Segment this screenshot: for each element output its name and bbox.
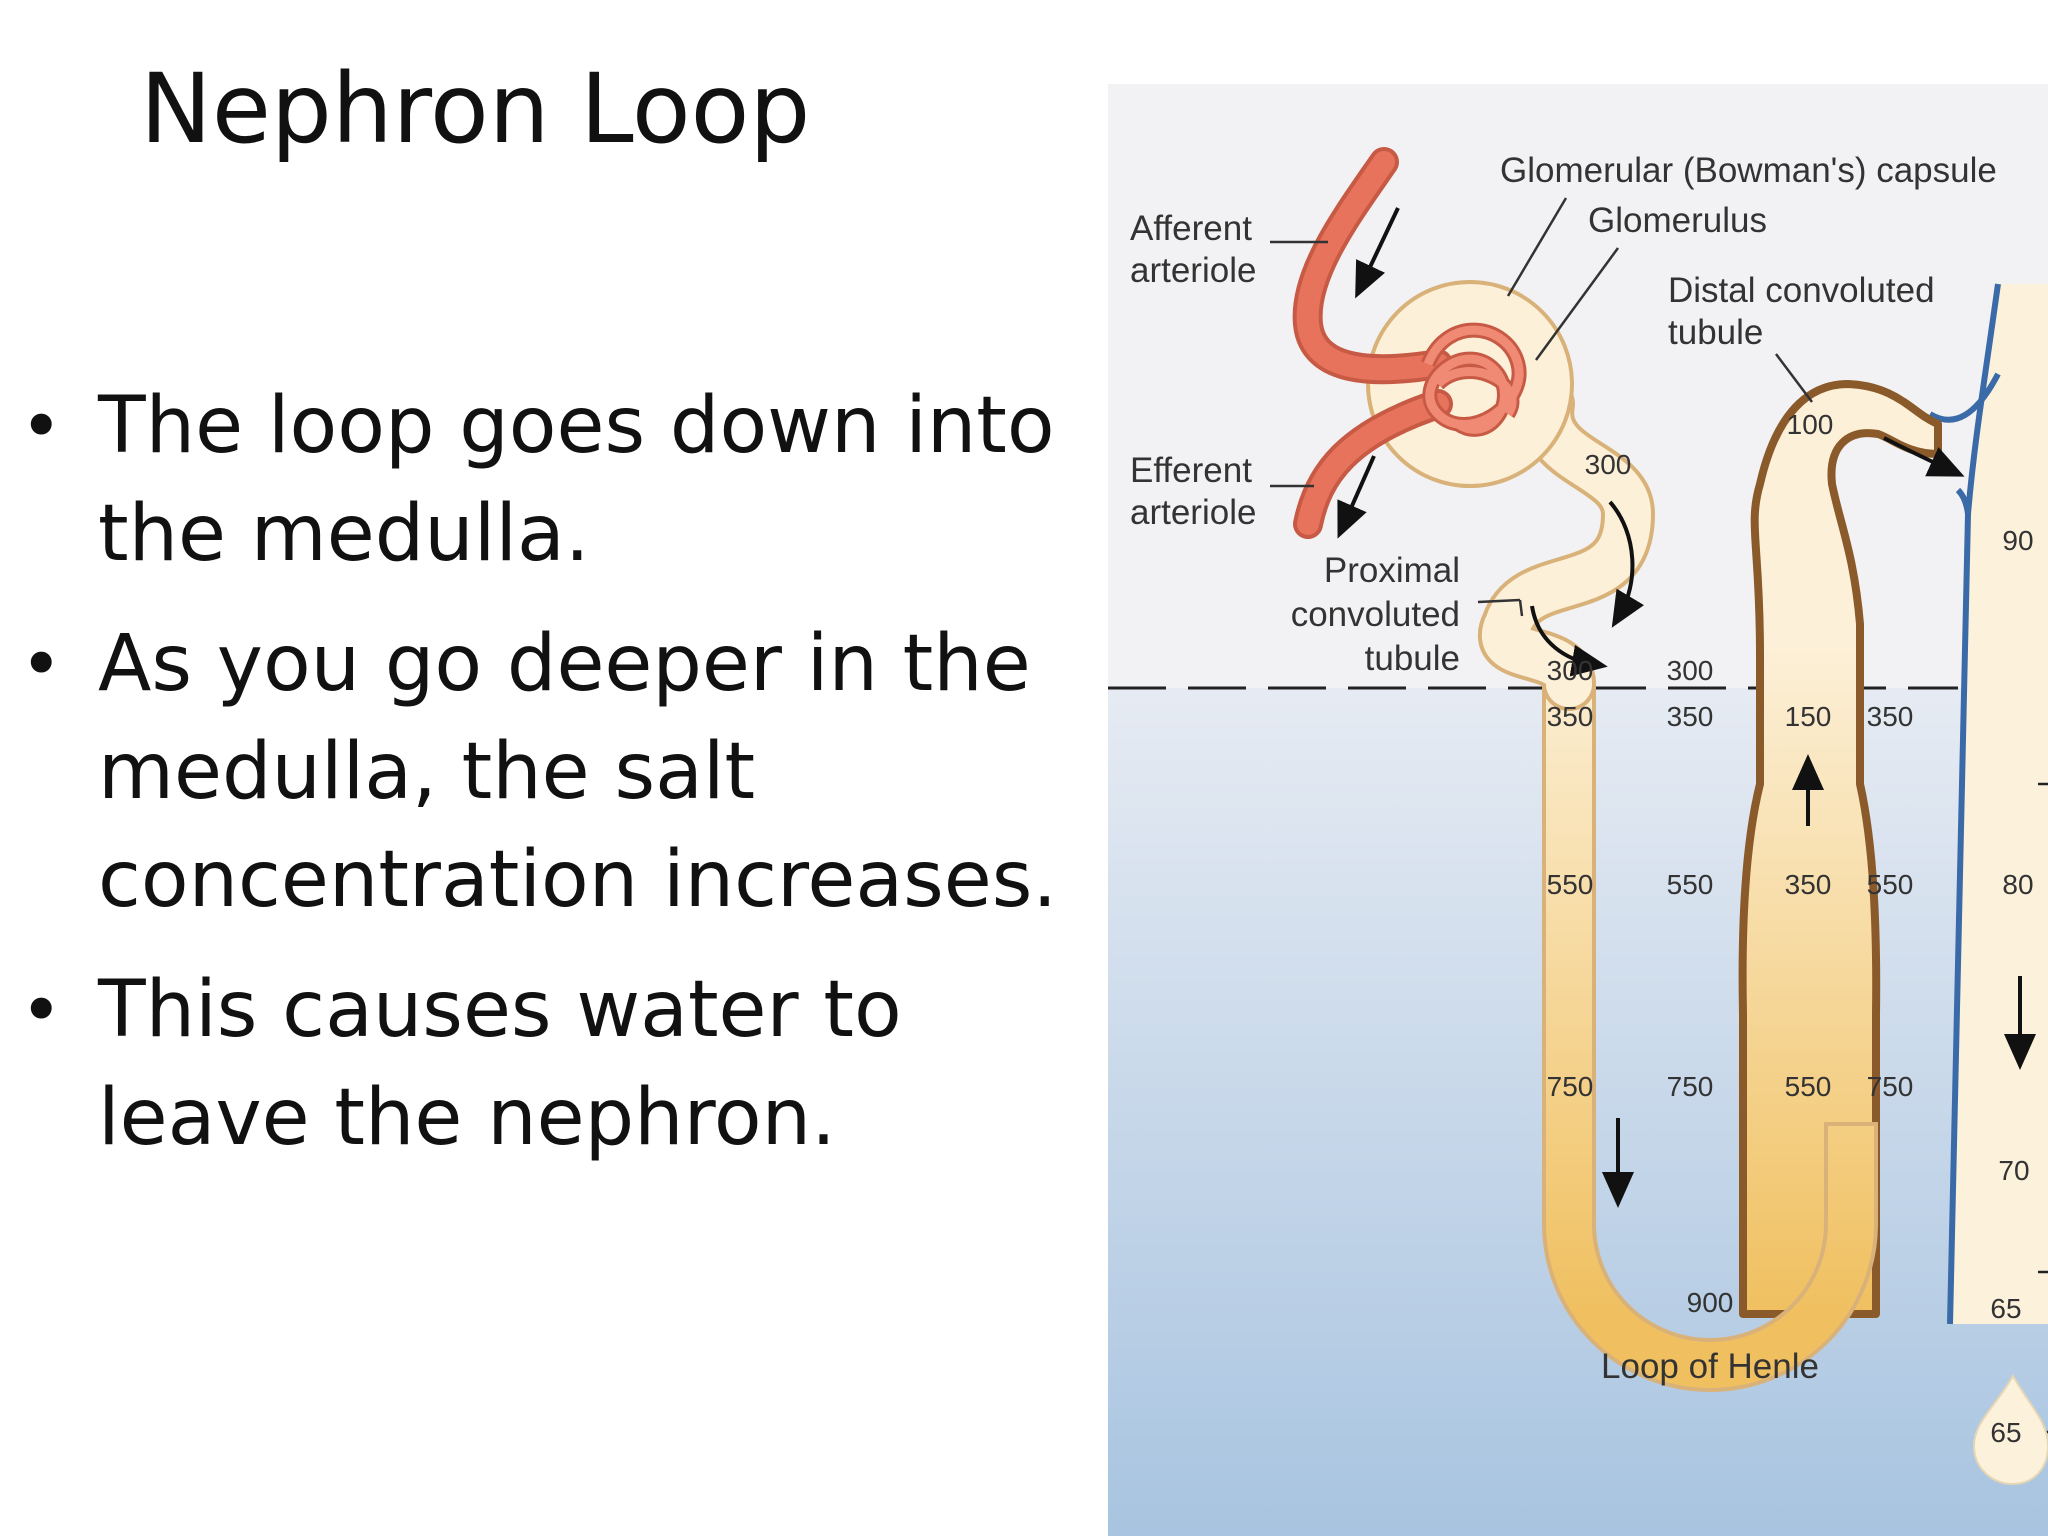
label-distal-line2: tubule: [1668, 313, 1763, 352]
bullet-text: This causes water to leave the nephron.: [98, 965, 902, 1163]
bullet-dot: •: [20, 622, 63, 706]
conc-desc-2: 550: [1547, 869, 1594, 900]
label-capsule: Glomerular (Bowman's) capsule: [1500, 151, 1997, 190]
flow-arrow-efferent: [1337, 455, 1376, 539]
conc-asc-3-out: 750: [1867, 1071, 1914, 1102]
label-proximal-line3: tubule: [1365, 639, 1460, 678]
bullet-dot: •: [20, 968, 63, 1052]
conc-duct-2: 80: [2002, 869, 2033, 900]
ascending-limb: [1738, 380, 1942, 1318]
conc-asc-1: 150: [1785, 701, 1832, 732]
conc-duct-3: 70: [1998, 1155, 2029, 1186]
bullet-text: The loop goes down into the medulla.: [98, 381, 1055, 579]
conc-asc-2: 350: [1785, 869, 1832, 900]
label-distal-line1: Distal convoluted: [1668, 271, 1935, 310]
label-loop-of-henle: Loop of Henle: [1601, 1347, 1819, 1386]
label-efferent-line1: Efferent: [1130, 451, 1252, 490]
flow-arrow-proximal: [1608, 500, 1645, 628]
conc-desc-cortex-out: 300: [1667, 655, 1714, 686]
conc-loop-bottom: 900: [1687, 1287, 1734, 1318]
bullet-item: • The loop goes down into the medulla.: [20, 372, 1060, 588]
conc-distal-top: 100: [1787, 409, 1834, 440]
bullet-item: • As you go deeper in the medulla, the sa…: [20, 610, 1060, 934]
bullet-list: • The loop goes down into the medulla. • A…: [20, 372, 1060, 1194]
conc-asc-1-out: 350: [1867, 701, 1914, 732]
bullet-dot: •: [20, 384, 63, 468]
bullet-text: As you go deeper in the medulla, the sal…: [98, 619, 1058, 925]
label-afferent-line1: Afferent: [1130, 209, 1252, 248]
label-proximal-line2: convoluted: [1291, 595, 1460, 634]
conc-desc-1: 350: [1547, 701, 1594, 732]
conc-desc-1-out: 350: [1667, 701, 1714, 732]
conc-asc-3: 550: [1785, 1071, 1832, 1102]
nephron-diagram-svg: Glomerular (Bowman's) capsule Glomerulus…: [1108, 84, 2048, 1536]
conc-duct-4: 65: [1990, 1293, 2021, 1324]
proximal-tubule: [1482, 381, 1652, 707]
leader-lines: [1270, 197, 1813, 617]
bowmans-capsule: [1366, 280, 1574, 488]
flow-arrow-descending-entry: [1530, 605, 1608, 677]
slide-title: Nephron Loop: [140, 53, 811, 165]
flow-arrow-afferent: [1355, 207, 1400, 299]
conc-desc-2-out: 550: [1667, 869, 1714, 900]
nephron-diagram: Glomerular (Bowman's) capsule Glomerulus…: [1108, 84, 2048, 1536]
conc-desc-3-out: 750: [1667, 1071, 1714, 1102]
bullet-item: • This causes water to leave the nephron.: [20, 956, 1060, 1172]
conc-duct-1: 90: [2002, 525, 2033, 556]
conc-capsule-out: 300: [1585, 449, 1632, 480]
label-afferent-line2: arteriole: [1130, 251, 1256, 290]
conc-desc-cortex: 300: [1547, 655, 1594, 686]
conc-asc-2-out: 550: [1867, 869, 1914, 900]
label-proximal-line1: Proximal: [1324, 551, 1460, 590]
flow-arrows: [1337, 207, 2036, 1208]
label-glomerulus: Glomerulus: [1588, 201, 1767, 240]
flow-arrow-distal: [1883, 436, 1965, 477]
label-efferent-line2: arteriole: [1130, 493, 1256, 532]
conc-urine: 65: [1990, 1417, 2021, 1448]
urine-droplet: [1972, 1373, 2048, 1486]
conc-desc-3: 750: [1547, 1071, 1594, 1102]
